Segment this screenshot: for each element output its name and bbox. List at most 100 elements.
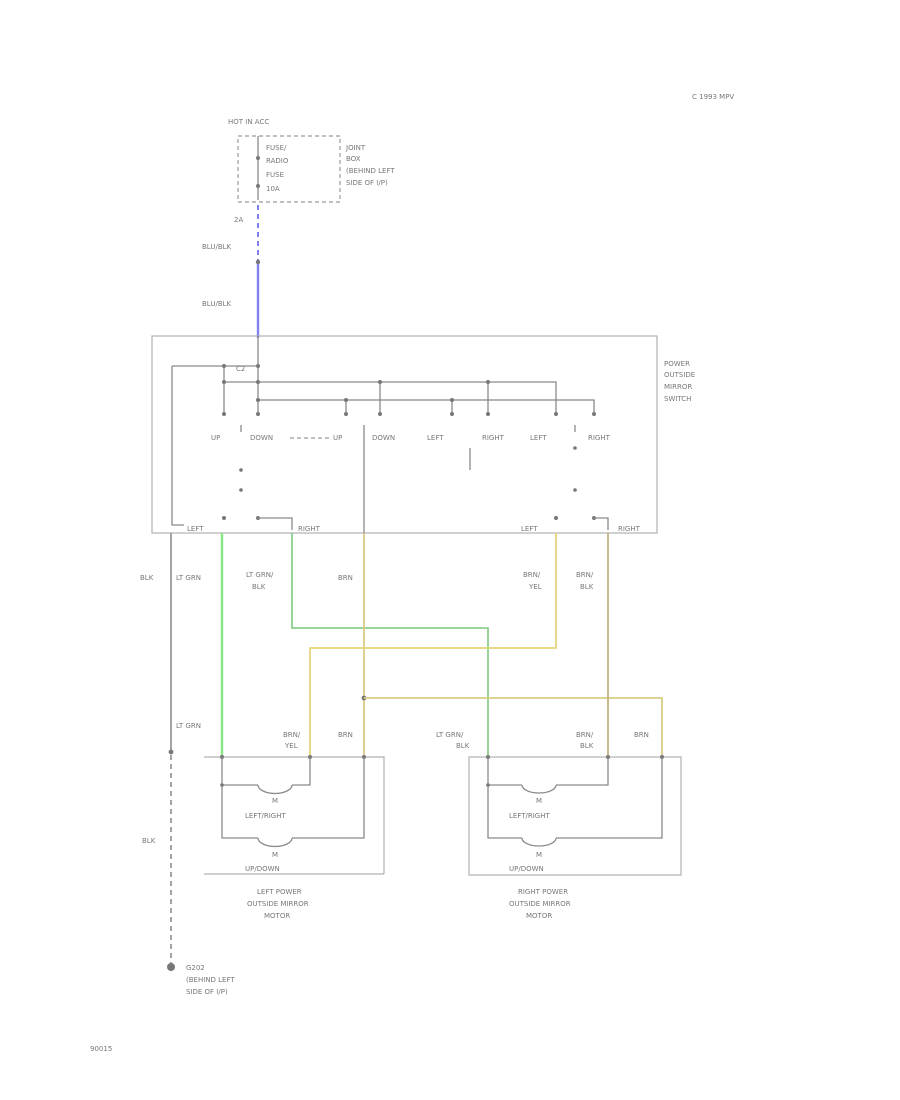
left-motor-caption-2: OUTSIDE MIRROR — [247, 900, 309, 908]
left-motor-node — [220, 783, 224, 787]
left-motor-caption-3: MOTOR — [264, 912, 290, 920]
wire-lt-grn-blk — [291, 533, 489, 757]
right-motor-mid-label: LEFT/RIGHT — [509, 812, 550, 820]
right-motor-wiring — [487, 757, 522, 839]
wire-label-brn-yel-1: BRN/ — [523, 571, 541, 579]
right-motor-bottom-label: UP/DOWN — [509, 865, 544, 873]
switch-node — [378, 380, 382, 384]
switch-bus — [224, 381, 557, 414]
switch-node — [378, 412, 382, 416]
left-motor-bottom-label: UP/DOWN — [245, 865, 280, 873]
fuse-connector: 2A — [234, 216, 243, 224]
wire-label-lt-grn-blk-1: LT GRN/ — [246, 571, 274, 579]
switch-gang-dot — [573, 446, 577, 450]
fuse-location-2: BOX — [346, 155, 361, 163]
switch-internal — [258, 517, 293, 530]
switch-label-1: POWER — [664, 360, 690, 368]
fuse-line-2: RADIO — [266, 157, 289, 165]
wire-label-lt-grn-lower: LT GRN — [176, 722, 201, 730]
ground-location-2: SIDE OF I/P) — [186, 988, 228, 996]
right-motor-m-bottom: M — [536, 851, 542, 859]
switch-position-down-1: DOWN — [250, 434, 273, 442]
wire-label-brn-yel-low-1: BRN/ — [283, 731, 301, 739]
fuse-location-4: SIDE OF I/P) — [346, 179, 388, 187]
wire-label-brn-blk-2: BLK — [580, 583, 594, 591]
wire-label-brn-yel-2: YEL — [528, 583, 542, 591]
switch-label-2: OUTSIDE — [664, 371, 695, 379]
wire-label-blk: BLK — [140, 574, 154, 582]
wire-harness: BLK LT GRN LT GRN/ BLK BRN BRN/ YEL BRN/… — [140, 533, 663, 971]
right-motor-outline — [468, 756, 682, 876]
wire-label-brn-blk-low-2: BLK — [580, 742, 594, 750]
switch-gang-dot — [573, 488, 577, 492]
switch-node — [256, 398, 260, 402]
switch-terminal-right-1: RIGHT — [298, 525, 321, 533]
switch-node — [256, 380, 260, 384]
right-motor-caption-2: OUTSIDE MIRROR — [509, 900, 571, 908]
fuse-terminal — [256, 156, 260, 160]
wire-blu-blk: BLU/BLK BLU/BLK — [202, 205, 261, 338]
switch-position-up-2: UP — [333, 434, 342, 442]
right-motor-wiring — [556, 757, 609, 786]
switch-terminal — [554, 516, 558, 520]
switch-terminal-right-2: RIGHT — [618, 525, 641, 533]
left-motor-m-bottom: M — [272, 851, 278, 859]
left-motor-caption-1: LEFT POWER — [257, 888, 302, 896]
switch-terminal-left-1: LEFT — [187, 525, 204, 533]
fuse-location-1: JOINT — [345, 144, 366, 152]
splice-dot — [168, 749, 174, 755]
switch-label-3: MIRROR — [664, 383, 692, 391]
fuse-location-3: (BEHIND LEFT — [346, 167, 395, 175]
switch-ground-bus — [171, 366, 184, 526]
switch-node — [592, 412, 596, 416]
right-mirror-motor: M LEFT/RIGHT M UP/DOWN RIGHT POWER OUTSI… — [468, 755, 682, 920]
splice-dot — [255, 259, 261, 265]
fuse-block: HOT IN ACC FUSE/ RADIO FUSE 10A JOINT BO… — [228, 118, 395, 224]
switch-node — [222, 364, 226, 368]
ground-g202: G202 (BEHIND LEFT SIDE OF I/P) — [186, 964, 235, 996]
wire-label-brn-low-l: BRN — [338, 731, 353, 739]
switch-outline — [151, 335, 658, 534]
wire-label-lt-grn-blk-low-1: LT GRN/ — [436, 731, 464, 739]
wire-label-brn-blk-1: BRN/ — [576, 571, 594, 579]
switch-position-left-1: LEFT — [427, 434, 444, 442]
switch-bus — [258, 399, 595, 414]
power-mirror-switch: POWER OUTSIDE MIRROR SWITCH C2 — [151, 335, 695, 535]
switch-node — [222, 412, 226, 416]
left-motor-ud-symbol — [257, 837, 293, 848]
left-motor-m-top: M — [272, 797, 278, 805]
wire-label-blk-lower: BLK — [142, 837, 156, 845]
wire-label-lt-grn: LT GRN — [176, 574, 201, 582]
switch-terminal-left-2: LEFT — [521, 525, 538, 533]
left-motor-wiring — [221, 757, 258, 839]
switch-position-right-2: RIGHT — [588, 434, 611, 442]
wire-label-lt-grn-blk-low-2: BLK — [456, 742, 470, 750]
switch-position-right-1: RIGHT — [482, 434, 505, 442]
switch-node — [256, 412, 260, 416]
switch-node — [344, 412, 348, 416]
right-motor-m-top: M — [536, 797, 542, 805]
switch-position-down-2: DOWN — [372, 434, 395, 442]
wire-label-blu-blk-2: BLU/BLK — [202, 300, 232, 308]
fuse-line-1: FUSE/ — [266, 144, 287, 152]
right-motor-lr-symbol — [521, 784, 557, 794]
switch-gang-dot — [239, 468, 243, 472]
switch-node — [222, 380, 226, 384]
switch-label-4: SWITCH — [664, 395, 691, 403]
switch-node — [450, 412, 454, 416]
fuse-block-outline — [237, 135, 341, 203]
wire-label-brn-low-r: BRN — [634, 731, 649, 739]
switch-internal — [594, 517, 609, 530]
wire-label-lt-grn-blk-2: BLK — [252, 583, 266, 591]
page-ref: C 1993 MPV — [692, 93, 734, 101]
figure-id: 90015 — [90, 1045, 112, 1053]
ground-location-1: (BEHIND LEFT — [186, 976, 235, 984]
ground-symbol — [167, 963, 175, 971]
right-motor-ud-symbol — [521, 837, 557, 847]
switch-position-left-2: LEFT — [530, 434, 547, 442]
wire-label-blu-blk-1: BLU/BLK — [202, 243, 232, 251]
wire-brn-to-right — [364, 697, 663, 757]
switch-position-up-1: UP — [211, 434, 220, 442]
right-motor-wiring — [556, 757, 663, 839]
